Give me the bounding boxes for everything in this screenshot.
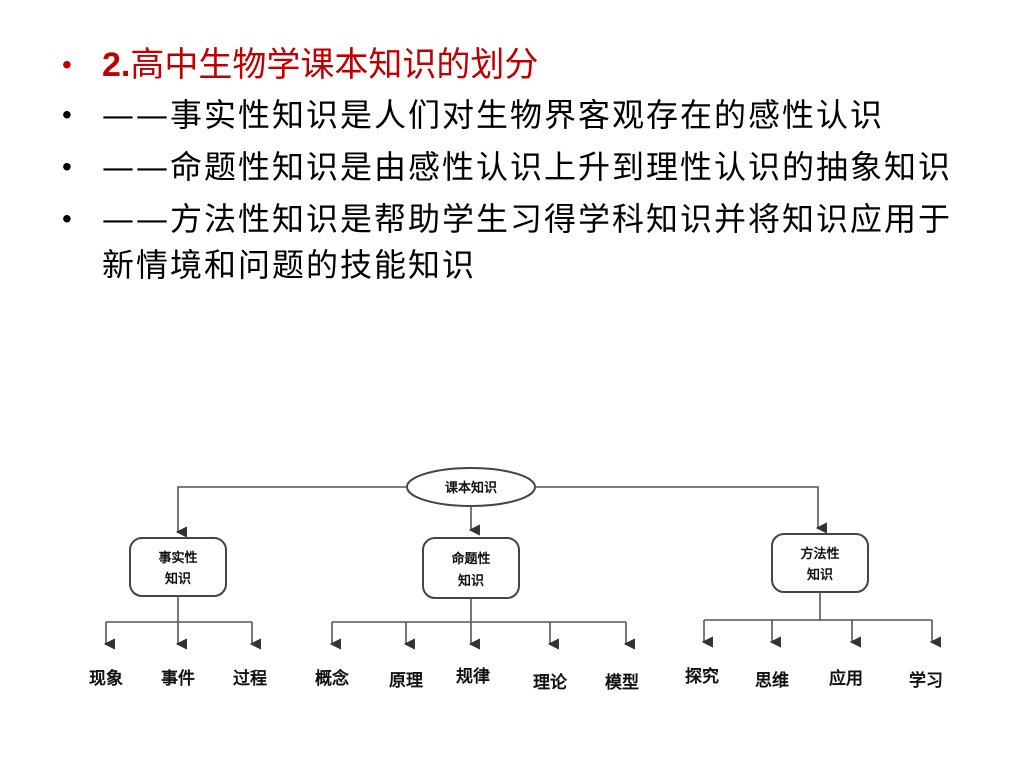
leaf-principle: 原理 [389,671,423,691]
branch-label-line2: 知识 [807,567,833,583]
leaf-process: 过程 [233,669,267,689]
branch-connector [704,592,932,621]
bullet-propositional: • ——命题性知识是由感性认识上升到理性认识的抽象知识 [62,144,962,190]
leaf-phenomenon: 现象 [89,668,123,689]
bullet-methodological: • ——方法性知识是帮助学生习得学科知识并将知识应用于新情境和问题的技能知识 [62,196,962,288]
leaf-application: 应用 [829,668,863,689]
leaf-law: 规律 [456,666,490,687]
bullet-list: • 2.高中生物学课本知识的划分 • ——事实性知识是人们对生物界客观存在的感性认识… [62,42,962,294]
branch-label-line2: 知识 [458,573,484,589]
leaf-model: 模型 [605,672,639,693]
branch-label-line1: 事实性 [158,550,197,566]
leaf-learning: 学习 [909,670,943,691]
branch-connector [106,596,252,623]
slide-title: • 2.高中生物学课本知识的划分 [62,42,962,88]
leaf-theory: 理论 [533,672,568,693]
branch-label-line1: 命题性 [450,551,490,567]
title-text: 高中生物学课本知识的划分 [130,45,539,85]
branch-node-propositional: 命题性 知识 [422,537,520,599]
bullet-text: ——事实性知识是人们对生物界客观存在的感性认识 [102,96,885,134]
branch-node-factual: 事实性 知识 [129,537,227,597]
bullet-factual: • ——事实性知识是人们对生物界客观存在的感性认识 [62,92,962,138]
root-connector-right [535,486,827,534]
leaf-event: 事件 [161,668,195,689]
branch-label-line2: 知识 [165,571,191,587]
leaf-thinking: 思维 [755,670,789,691]
root-label: 课本知识 [445,480,497,496]
branch-connector [332,598,626,623]
bullet-text: ——方法性知识是帮助学生习得学科知识并将知识应用于新情境和问题的技能知识 [102,200,953,284]
bullet-marker: • [62,49,72,80]
bullet-marker: • [62,99,74,130]
knowledge-tree-diagram: 课本知识 事实性 知识 现象 事件 过程 命题性 知识 概念 原理 规律 理论 … [89,467,943,693]
root-connector-left [175,486,407,538]
branch-label-line1: 方法性 [800,546,839,562]
leaf-concept: 概念 [315,668,349,689]
bullet-marker: • [62,203,74,234]
root-node: 课本知识 [406,467,536,507]
branch-node-methodological: 方法性 知识 [771,533,869,593]
title-number: 2. [102,46,131,84]
bullet-text: ——命题性知识是由感性认识上升到理性认识的抽象知识 [102,148,953,186]
bullet-marker: • [62,151,74,182]
leaf-inquiry: 探究 [685,666,719,687]
